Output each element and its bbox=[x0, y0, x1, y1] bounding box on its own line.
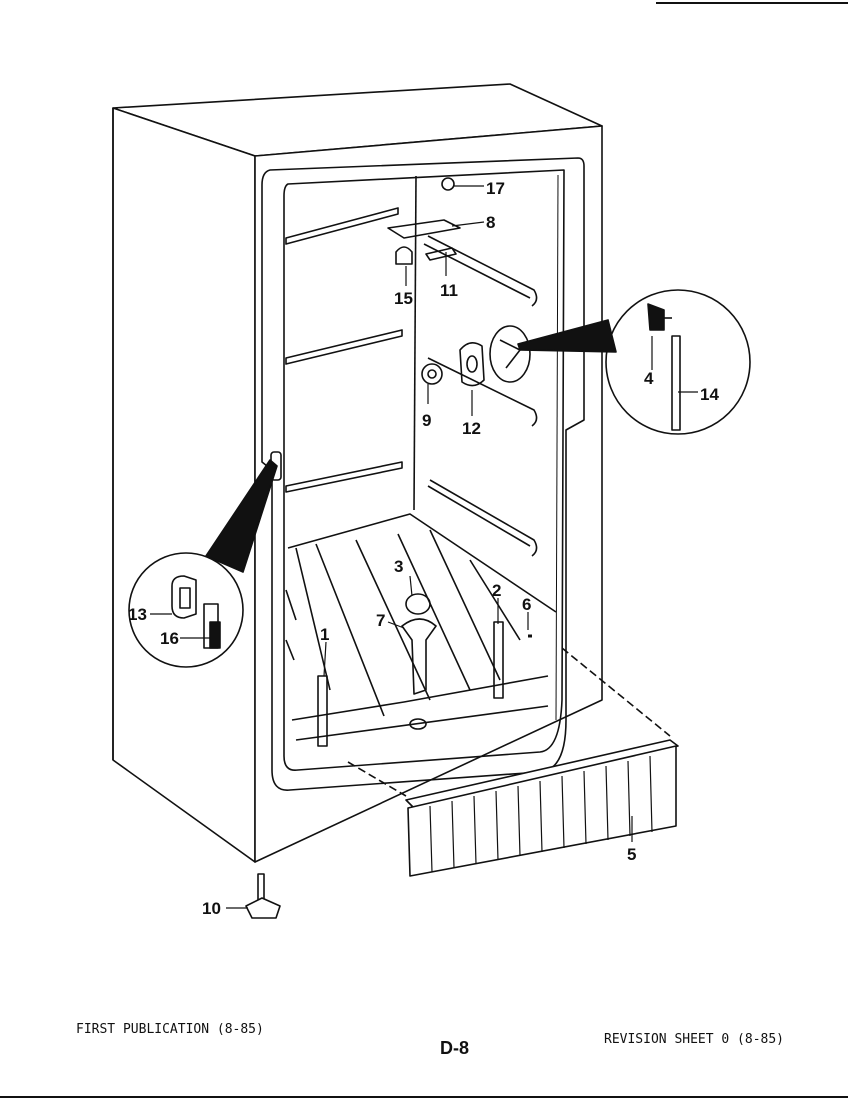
leader-lines bbox=[150, 185, 698, 909]
callout-14: 14 bbox=[700, 385, 719, 404]
switch-detail-circle bbox=[517, 289, 751, 435]
drain-assembly bbox=[401, 593, 437, 730]
support-brackets bbox=[317, 621, 532, 747]
callout-11: 11 bbox=[440, 281, 458, 300]
base-grille bbox=[347, 647, 679, 877]
callout-numbers: 17 8 15 11 9 12 3 7 2 6 1 13 16 4 14 5 1… bbox=[128, 179, 719, 918]
callout-9: 9 bbox=[422, 411, 431, 430]
leveling-leg bbox=[245, 873, 281, 919]
callout-3: 3 bbox=[394, 557, 403, 576]
bottom-rule bbox=[0, 1096, 848, 1098]
shelf-rails-right bbox=[423, 235, 538, 557]
page-code: D-8 bbox=[440, 1038, 470, 1058]
callout-7: 7 bbox=[376, 611, 385, 630]
callout-8: 8 bbox=[486, 213, 495, 232]
callout-13: 13 bbox=[128, 605, 147, 624]
callout-4: 4 bbox=[644, 369, 654, 388]
callout-15: 15 bbox=[394, 289, 413, 308]
callout-17: 17 bbox=[486, 179, 505, 198]
callout-6: 6 bbox=[522, 595, 531, 614]
callout-5: 5 bbox=[627, 845, 636, 864]
footer-publication: FIRST PUBLICATION (8-85) bbox=[76, 1022, 264, 1037]
hinge-detail-circle bbox=[128, 459, 278, 668]
freezer-exploded-view: 17 8 15 11 9 12 3 7 2 6 1 13 16 4 14 5 1… bbox=[112, 83, 751, 919]
footer-revision: REVISION SHEET 0 (8-85) bbox=[604, 1032, 785, 1047]
callout-10: 10 bbox=[202, 899, 221, 918]
callout-2: 2 bbox=[492, 581, 501, 600]
callout-16: 16 bbox=[160, 629, 179, 648]
top-rule bbox=[656, 2, 848, 4]
callout-12: 12 bbox=[462, 419, 481, 438]
light-assembly bbox=[387, 177, 461, 265]
callout-1: 1 bbox=[320, 625, 329, 644]
shelf-rails-left bbox=[285, 207, 403, 493]
freezer-floor bbox=[285, 513, 557, 741]
cabinet-shell bbox=[112, 83, 603, 863]
